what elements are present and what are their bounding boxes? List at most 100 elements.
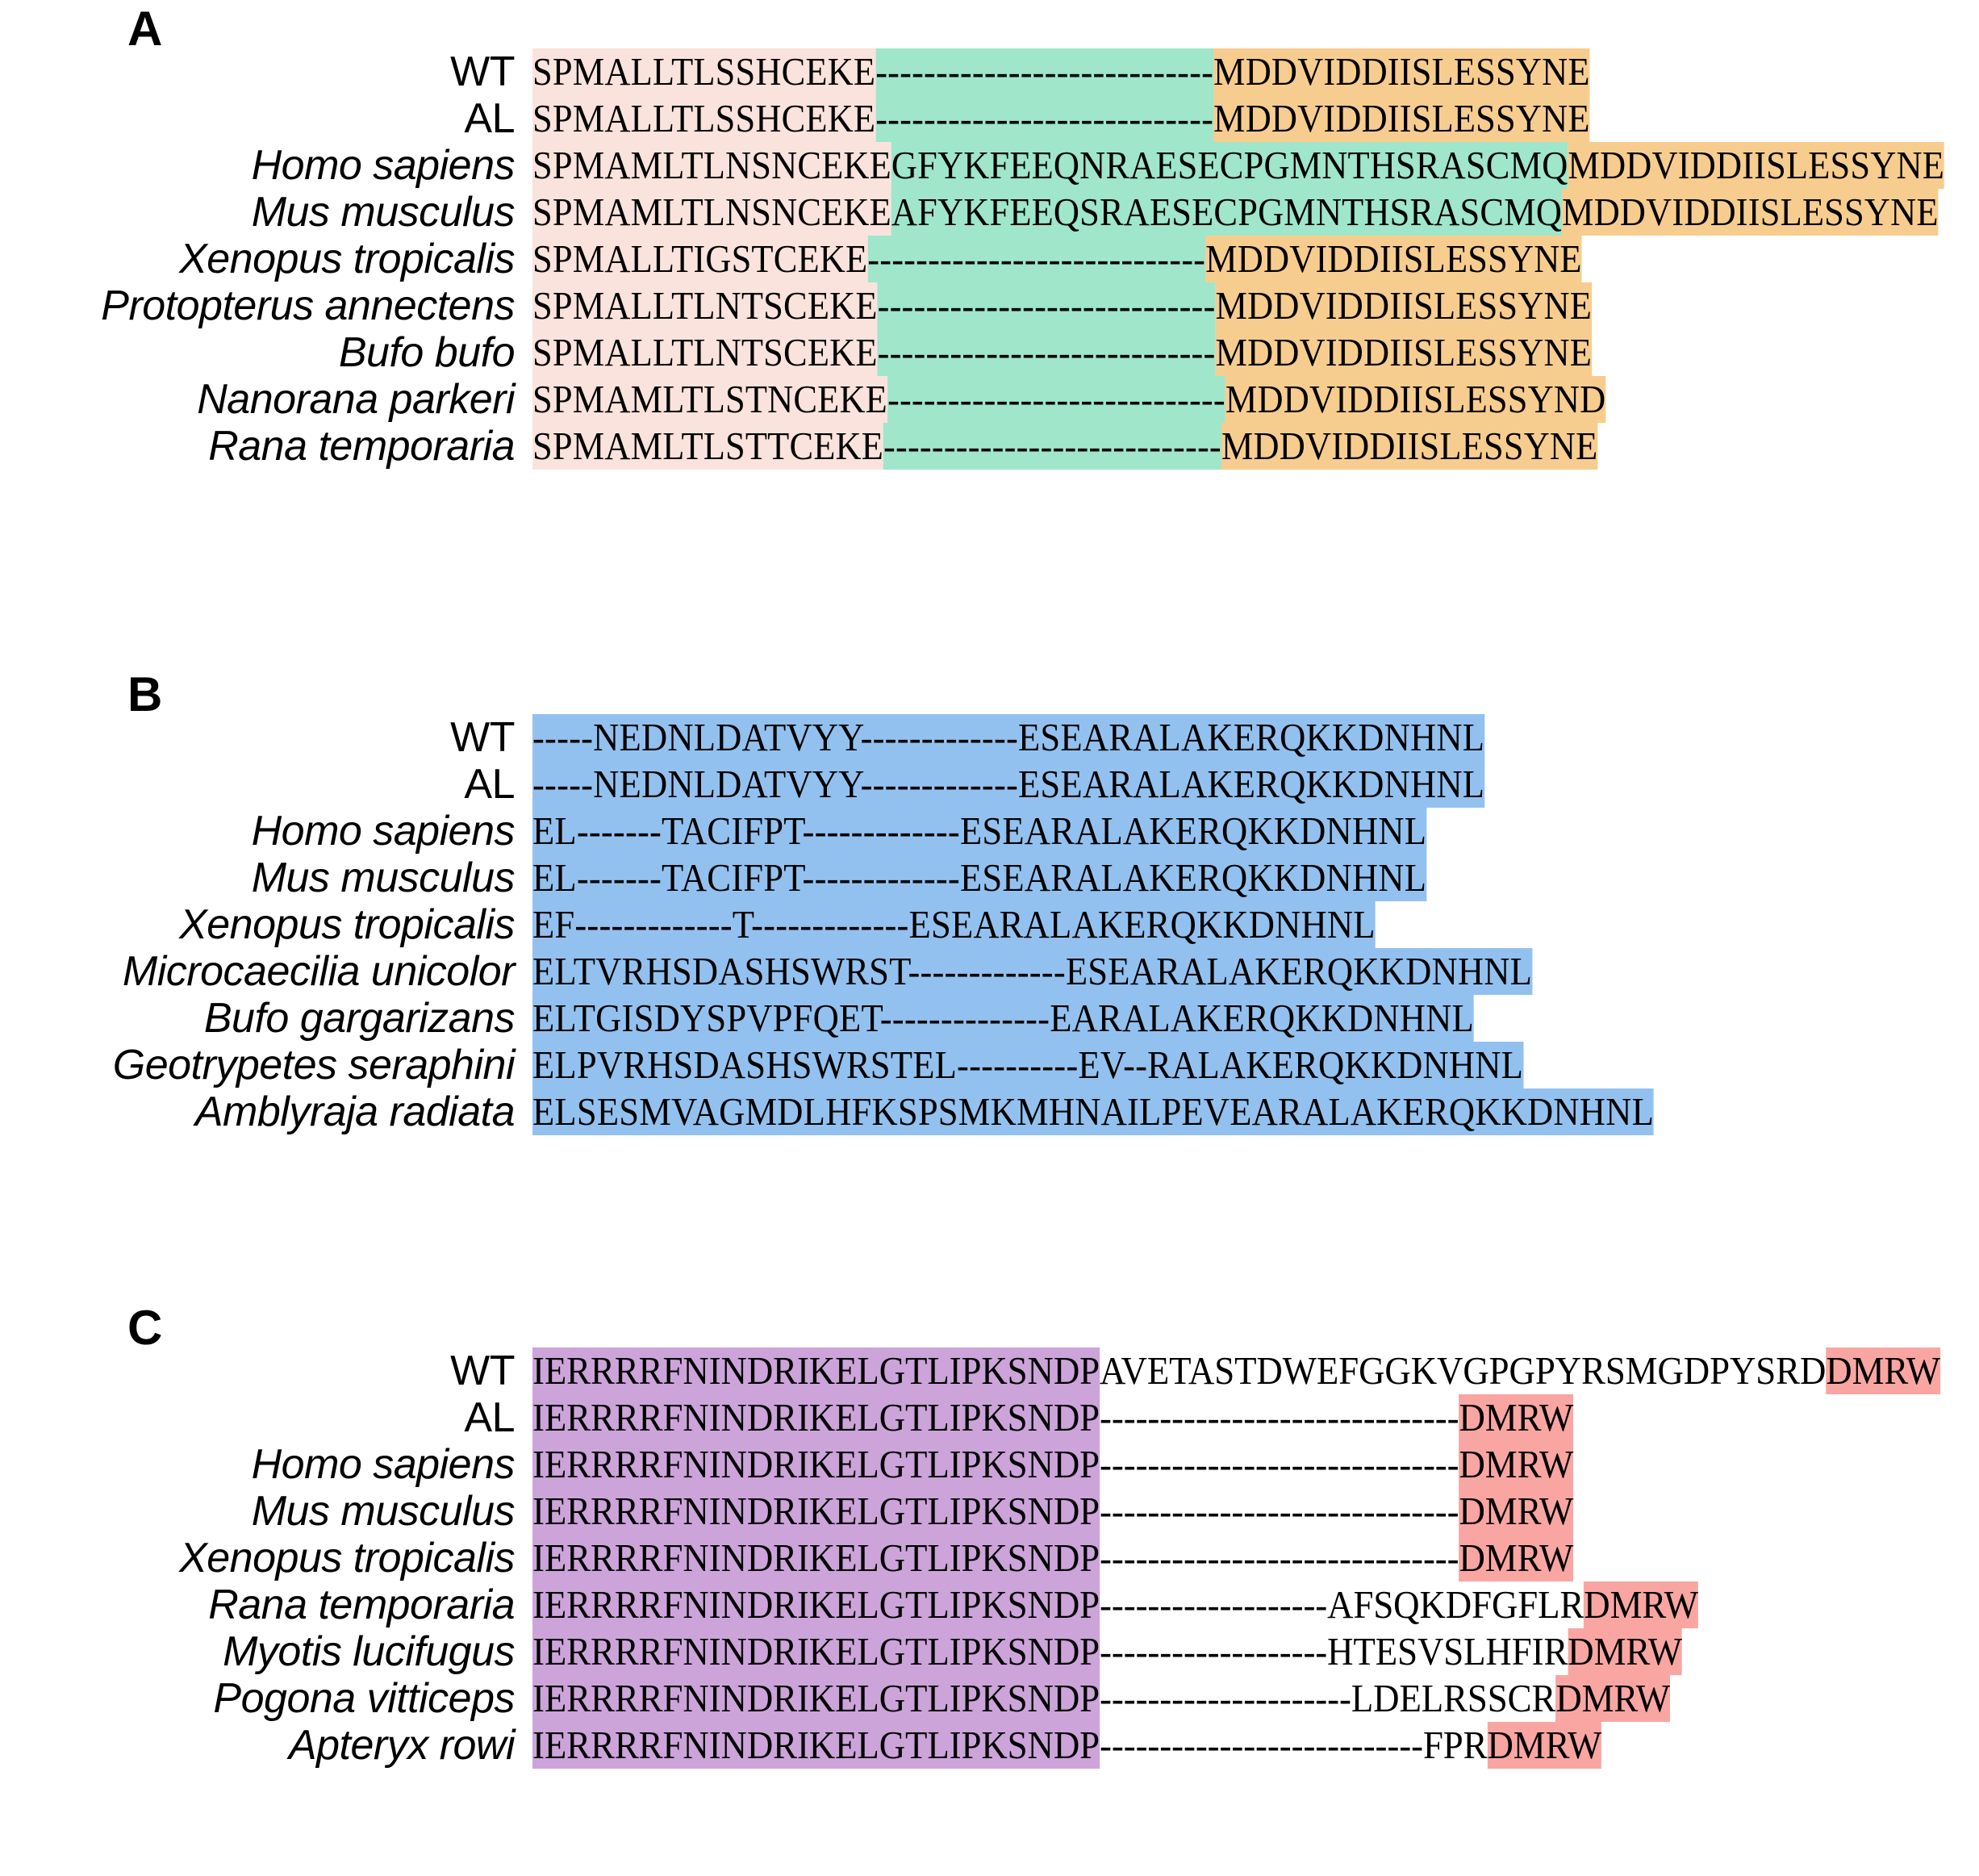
alignment-row: Homo sapiens EL-------TACIFPT-----------… — [0, 808, 1979, 854]
panel-c-letter: C — [127, 1301, 163, 1355]
alignment-row: Xenopus tropicalis SPMALLTIGSTCEKE -----… — [0, 236, 1979, 282]
row-sequence: EL-------TACIFPT-------------ESEARALAKER… — [532, 854, 1654, 901]
sequence-segment: DMRW — [1459, 1441, 1574, 1488]
sequence-segment: ------------------------------ — [1100, 1395, 1459, 1439]
alignment-row: AL SPMALLTLSSHCEKE ---------------------… — [0, 95, 1979, 142]
sequence-segment: SPMALLTLSSHCEKE — [532, 95, 876, 142]
sequence-segment: SPMALLTLSSHCEKE — [532, 48, 876, 95]
sequence-segment: DMRW — [1555, 1675, 1671, 1722]
sequence-segment: MDDVIDDIISLESSYNE — [1215, 329, 1593, 376]
alignment-row: Mus musculus SPMAMLTLNSNCEKE AFYKFEEQSRA… — [0, 189, 1979, 236]
sequence-segment: MDDVIDDIISLESSYNE — [1213, 95, 1590, 142]
sequence-segment: IERRRRFNINDRIKELGTLIPKSNDP — [532, 1488, 1100, 1535]
row-label: AL — [464, 761, 515, 808]
row-label: Mus musculus — [251, 854, 516, 901]
row-sequence: ELTVRHSDASHSWRST-------------ESEARALAKER… — [532, 948, 1654, 995]
sequence-segment: MDDVIDDIISLESSYNE — [1213, 48, 1590, 95]
row-label: Rana temporaria — [208, 423, 515, 470]
panel-b-letter: B — [127, 667, 163, 721]
row-sequence: ELPVRHSDASHSWRSTEL----------EV--RALAKERQ… — [532, 1042, 1654, 1088]
sequence-segment: DMRW — [1568, 1628, 1683, 1675]
alignment-row: WT SPMALLTLSSHCEKE ---------------------… — [0, 48, 1979, 95]
sequence-segment: ---------------------------- — [883, 423, 1221, 470]
panel-a-letter: A — [127, 2, 163, 56]
sequence-segment: EF-------------T-------------ESEARALAKER… — [532, 901, 1376, 948]
sequence-segment: ------------------------------ — [1100, 1535, 1459, 1580]
row-label: Protopterus annectens — [101, 282, 515, 329]
sequence-segment: IERRRRFNINDRIKELGTLIPKSNDP — [532, 1722, 1100, 1769]
row-label: Amblyraja radiata — [194, 1088, 516, 1135]
row-sequence: EL-------TACIFPT-------------ESEARALAKER… — [532, 808, 1654, 854]
sequence-segment: MDDVIDDIISLESSYNE — [1215, 282, 1593, 329]
sequence-segment: -------------------AFSQKDFGFLR — [1100, 1582, 1584, 1627]
sequence-segment: GFYKFEEQNRAESECPGMNTHSRASCMQ — [891, 142, 1568, 189]
row-sequence: EF-------------T-------------ESEARALAKER… — [532, 901, 1654, 948]
row-sequence: -----NEDNLDATVYY-------------ESEARALAKER… — [532, 714, 1654, 761]
panel-b: B WT -----NEDNLDATVYY-------------ESEARA… — [0, 666, 1979, 1135]
row-sequence: SPMAMLTLSTTCEKE ------------------------… — [532, 423, 1944, 470]
sequence-segment: MDDVIDDIISLESSYNE — [1562, 189, 1939, 236]
row-label: WT — [450, 714, 515, 761]
row-label: Homo sapiens — [251, 142, 516, 189]
sequence-segment: IERRRRFNINDRIKELGTLIPKSNDP — [532, 1675, 1100, 1722]
panel-a-rows: WT SPMALLTLSSHCEKE ---------------------… — [0, 0, 1979, 470]
row-label: AL — [464, 1394, 515, 1441]
alignment-row: Rana temporaria SPMAMLTLSTTCEKE --------… — [0, 423, 1979, 470]
panel-c: C WT IERRRRFNINDRIKELGTLIPKSNDP AVETASTD… — [0, 1299, 1979, 1769]
alignment-row: Mus musculus EL-------TACIFPT-----------… — [0, 854, 1979, 901]
sequence-segment: ELTVRHSDASHSWRST-------------ESEARALAKER… — [532, 948, 1533, 995]
alignment-row: AL IERRRRFNINDRIKELGTLIPKSNDP ----------… — [0, 1394, 1979, 1441]
row-sequence: SPMALLTLNTSCEKE ------------------------… — [532, 282, 1944, 329]
sequence-segment: ---------------------------FPR — [1100, 1723, 1488, 1767]
alignment-row: Homo sapiens IERRRRFNINDRIKELGTLIPKSNDP … — [0, 1441, 1979, 1488]
alignment-row: Microcaecilia unicolor ELTVRHSDASHSWRST-… — [0, 948, 1979, 995]
alignment-row: WT IERRRRFNINDRIKELGTLIPKSNDP AVETASTDWE… — [0, 1347, 1979, 1394]
sequence-segment: DMRW — [1459, 1535, 1574, 1581]
alignment-row: Bufo bufo SPMALLTLNTSCEKE --------------… — [0, 329, 1979, 376]
alignment-row: Geotrypetes seraphini ELPVRHSDASHSWRSTEL… — [0, 1042, 1979, 1088]
sequence-segment: ---------------------------- — [875, 48, 1214, 95]
row-label: Microcaecilia unicolor — [122, 948, 516, 995]
panel-c-rows: WT IERRRRFNINDRIKELGTLIPKSNDP AVETASTDWE… — [0, 1299, 1979, 1769]
row-label: Bufo bufo — [338, 329, 516, 376]
alignment-row: Pogona vitticeps IERRRRFNINDRIKELGTLIPKS… — [0, 1675, 1979, 1722]
row-label: Mus musculus — [251, 1488, 516, 1535]
sequence-segment: DMRW — [1459, 1488, 1574, 1535]
sequence-segment: SPMALLTIGSTCEKE — [532, 236, 868, 282]
row-sequence: ELTGISDYSPVPFQET--------------EARALAKERQ… — [532, 995, 1654, 1042]
sequence-segment: DMRW — [1826, 1347, 1940, 1394]
sequence-segment: MDDVIDDIISLESSYNE — [1221, 423, 1598, 470]
sequence-segment: EL-------TACIFPT-------------ESEARALAKER… — [532, 808, 1427, 854]
sequence-segment: IERRRRFNINDRIKELGTLIPKSNDP — [532, 1441, 1100, 1488]
sequence-segment: -------------------HTESVSLHFIR — [1100, 1629, 1568, 1673]
sequence-segment: SPMALLTLNTSCEKE — [532, 329, 878, 376]
row-sequence: SPMALLTLSSHCEKE ------------------------… — [532, 48, 1944, 95]
sequence-segment: SPMALLTLNTSCEKE — [532, 282, 878, 329]
sequence-segment: MDDVIDDIISLESSYNE — [1568, 142, 1944, 189]
row-sequence: IERRRRFNINDRIKELGTLIPKSNDP AVETASTDWEFGG… — [532, 1347, 1940, 1394]
sequence-segment: ------------------------------ — [1100, 1442, 1459, 1486]
sequence-segment: SPMAMLTLSTTCEKE — [532, 423, 884, 470]
sequence-segment: IERRRRFNINDRIKELGTLIPKSNDP — [532, 1535, 1100, 1581]
alignment-row: Xenopus tropicalis EF-------------T-----… — [0, 901, 1979, 948]
sequence-segment: ---------------------LDELRSSCR — [1100, 1676, 1556, 1720]
alignment-row: WT -----NEDNLDATVYY-------------ESEARALA… — [0, 714, 1979, 761]
sequence-segment: ---------------------------- — [877, 329, 1216, 376]
panel-b-rows: WT -----NEDNLDATVYY-------------ESEARALA… — [0, 666, 1979, 1135]
alignment-row: Mus musculus IERRRRFNINDRIKELGTLIPKSNDP … — [0, 1488, 1979, 1535]
sequence-segment: AFYKFEEQSRAESECPGMNTHSRASCMQ — [891, 189, 1563, 236]
alignment-row: Bufo gargarizans ELTGISDYSPVPFQET-------… — [0, 995, 1979, 1042]
sequence-segment: IERRRRFNINDRIKELGTLIPKSNDP — [532, 1347, 1100, 1394]
row-label: WT — [450, 48, 515, 95]
alignment-row: Myotis lucifugus IERRRRFNINDRIKELGTLIPKS… — [0, 1628, 1979, 1675]
row-sequence: IERRRRFNINDRIKELGTLIPKSNDP -------------… — [532, 1722, 1940, 1769]
sequence-segment: ---------------------------- — [875, 95, 1214, 142]
sequence-segment: ELTGISDYSPVPFQET--------------EARALAKERQ… — [532, 995, 1474, 1042]
alignment-row: Nanorana parkeri SPMAMLTLSTNCEKE -------… — [0, 376, 1979, 423]
sequence-segment: ELPVRHSDASHSWRSTEL----------EV--RALAKERQ… — [532, 1042, 1524, 1088]
row-sequence: -----NEDNLDATVYY-------------ESEARALAKER… — [532, 761, 1654, 808]
row-label: Apteryx rowi — [288, 1722, 516, 1769]
alignment-row: Xenopus tropicalis IERRRRFNINDRIKELGTLIP… — [0, 1535, 1979, 1581]
row-sequence: IERRRRFNINDRIKELGTLIPKSNDP -------------… — [532, 1441, 1940, 1488]
